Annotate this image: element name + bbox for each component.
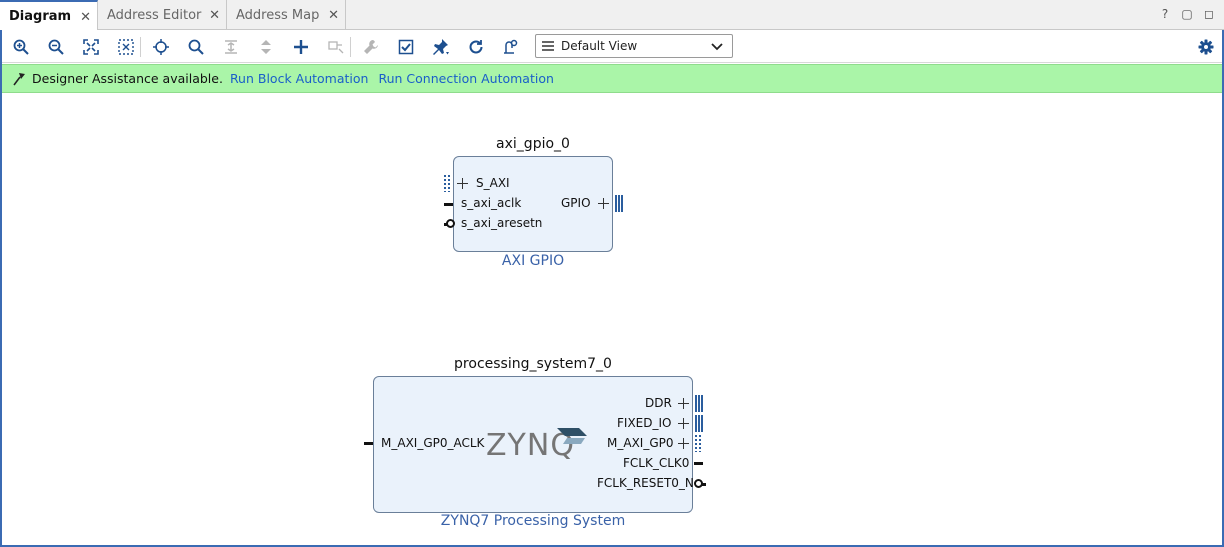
tab-label: Diagram [9,8,72,24]
gpio-bus-pin[interactable] [615,195,624,212]
zynq-logo-icon [557,428,587,444]
port-label: FCLK_CLK0 [623,456,690,470]
m-axi-gp0-aclk-pin[interactable] [364,442,373,445]
zoom-in-icon[interactable] [11,37,31,57]
tab-bar: Diagram ✕ Address Editor ✕ Address Map ✕… [0,0,1224,30]
pin-icon[interactable] [431,37,451,57]
refresh-icon[interactable] [466,37,486,57]
tab-label: Address Map [236,7,320,23]
port-label: M_AXI_GP0_ACLK [381,436,485,450]
expand-icon [256,37,276,57]
gear-icon[interactable] [1196,37,1216,57]
close-icon[interactable]: ✕ [80,10,91,25]
port-label: FIXED_IO [617,416,672,430]
tab-address-map[interactable]: Address Map ✕ [227,0,346,30]
block-title: processing_system7_0 [454,356,612,372]
diagram-canvas[interactable]: axi_gpio_0 S_AXI s_axi_aclk s_axi_areset… [2,94,1222,545]
help-icon[interactable]: ? [1161,7,1169,21]
maximize-icon[interactable]: ◻ [1204,7,1214,21]
expand-plus-icon[interactable] [678,398,689,409]
port-label: s_axi_aresetn [461,216,543,230]
validate-icon[interactable] [396,37,416,57]
close-icon[interactable]: ✕ [209,8,220,23]
axi-gpio-block[interactable] [453,156,613,252]
expand-plus-icon[interactable] [678,418,689,429]
expand-plus-icon[interactable] [598,198,609,209]
s-axi-aclk-pin[interactable] [444,203,453,206]
assistant-icon [13,72,25,85]
m-axi-gp0-bus-pin[interactable] [695,435,704,452]
close-icon[interactable]: ✕ [328,8,339,23]
expand-plus-icon[interactable] [457,178,468,189]
zoom-out-icon[interactable] [46,37,66,57]
tab-address-editor[interactable]: Address Editor ✕ [98,0,227,30]
layout-icon [542,41,554,51]
designer-assistance-banner: Designer Assistance available. Run Block… [2,64,1222,93]
view-select[interactable]: Default View [535,34,733,58]
port-label: M_AXI_GP0 [607,436,674,450]
toolbar: Default View [2,31,1222,63]
port-label: s_axi_aclk [461,196,522,210]
tab-diagram[interactable]: Diagram ✕ [0,0,98,30]
fit-icon[interactable] [81,37,101,57]
assistance-message: Designer Assistance available. [32,71,223,86]
port-label: FCLK_RESET0_N [597,476,694,490]
view-select-value: Default View [561,39,638,53]
fixed-io-bus-pin[interactable] [695,415,704,432]
fit-selection-icon[interactable] [116,37,136,57]
run-connection-automation-link[interactable]: Run Connection Automation [378,71,554,86]
ddr-bus-pin[interactable] [695,395,704,412]
port-label: GPIO [561,196,591,210]
block-subtitle: AXI GPIO [501,253,565,269]
run-block-automation-link[interactable]: Run Block Automation [229,71,369,86]
properties-icon [361,37,381,57]
chevron-down-icon [711,43,723,51]
align-icon [221,37,241,57]
s-axi-aresetn-pin[interactable] [446,219,455,228]
zynq-ps-block[interactable] [373,376,693,513]
add-ip-icon[interactable] [291,37,311,57]
port-label: DDR [645,396,672,410]
restore-icon[interactable]: ▢ [1181,7,1193,21]
fclk-clk0-pin[interactable] [694,462,703,465]
block-subtitle: ZYNQ7 Processing System [440,513,626,529]
search-icon[interactable] [186,37,206,57]
make-external-icon [326,37,346,57]
auto-connect-icon[interactable] [151,37,171,57]
optimize-icon[interactable] [501,37,521,57]
tab-label: Address Editor [107,7,202,23]
port-label: S_AXI [476,176,510,190]
block-title: axi_gpio_0 [496,136,570,152]
s-axi-bus-pin[interactable] [444,175,453,192]
zynq-logo-text: ZYNQ [486,428,575,463]
expand-plus-icon[interactable] [678,438,689,449]
